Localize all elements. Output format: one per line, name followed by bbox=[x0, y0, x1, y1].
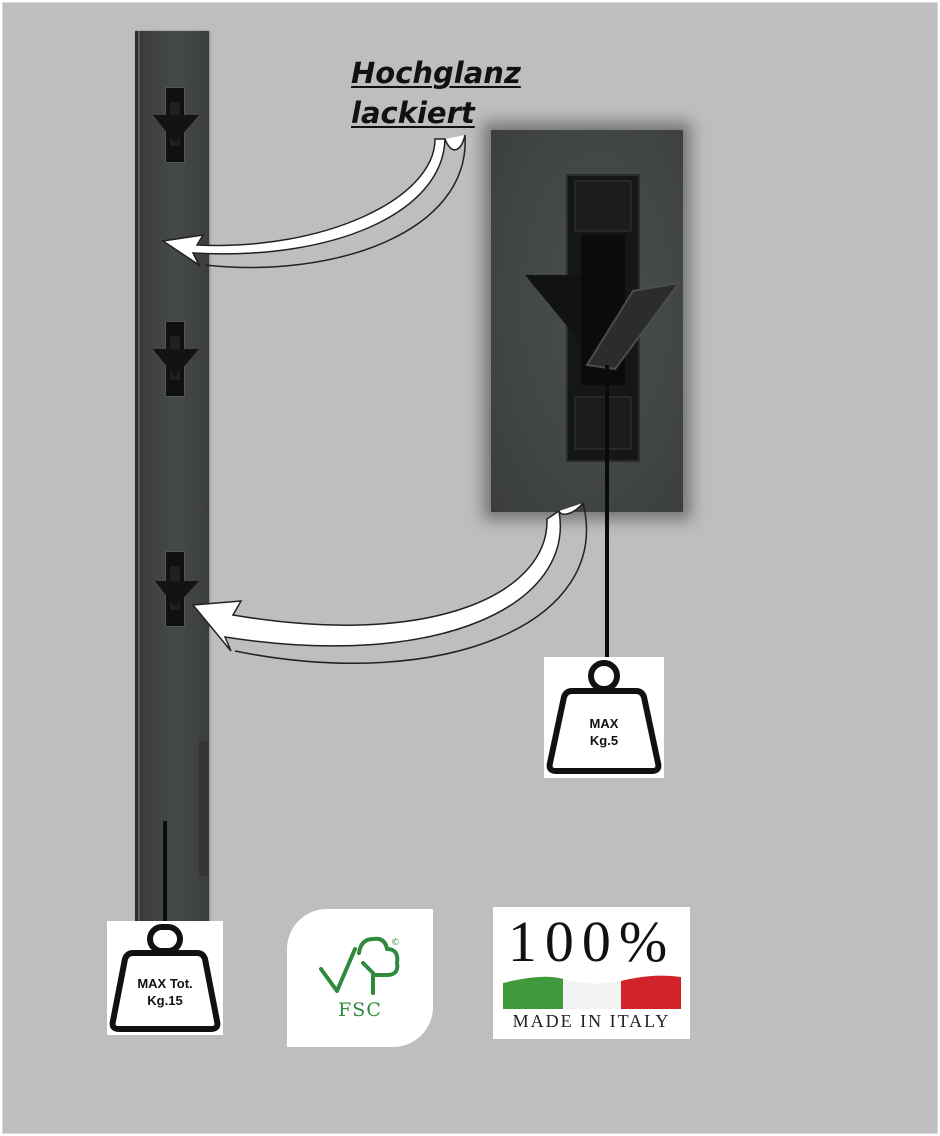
fsc-tree-checkmark-icon: © bbox=[319, 936, 400, 995]
weight-label: MAX Tot. Kg.15 bbox=[107, 975, 223, 1009]
made-in-label: MADE IN ITALY bbox=[512, 1011, 671, 1031]
hook-icon bbox=[153, 115, 199, 607]
fsc-label: FSC bbox=[338, 999, 382, 1021]
weight-icon bbox=[546, 660, 662, 774]
finish-headline: Hochglanz lackiert bbox=[351, 53, 551, 133]
post-highlight bbox=[138, 31, 140, 926]
fsc-badge: © FSC bbox=[287, 909, 433, 1047]
curved-arrow-icon bbox=[160, 134, 466, 269]
curved-arrow-icon bbox=[191, 502, 588, 664]
headline-line1: Hochglanz bbox=[351, 56, 521, 90]
made-in-italy-badge: 100% MADE IN ITALY bbox=[493, 907, 690, 1039]
illustration-overlay bbox=[153, 115, 682, 933]
weight-label-line1: MAX bbox=[589, 716, 619, 731]
italy-percent: 100% bbox=[507, 909, 676, 974]
weight-label: MAX Kg.5 bbox=[544, 715, 664, 749]
fsc-mark: © bbox=[391, 938, 400, 948]
hook-detail-icon bbox=[525, 174, 682, 462]
headline-line2: lackiert bbox=[351, 96, 475, 130]
weight-max-single: MAX Kg.5 bbox=[544, 657, 664, 778]
weight-max-total: MAX Tot. Kg.15 bbox=[107, 921, 223, 1035]
wall-post bbox=[135, 31, 209, 926]
italian-flag-icon bbox=[503, 975, 681, 1009]
weight-label-line2: Kg.5 bbox=[589, 733, 619, 748]
weight-label-line2: Kg.15 bbox=[147, 993, 183, 1008]
weight-icon bbox=[109, 924, 221, 1032]
post-lower-groove bbox=[199, 741, 208, 876]
weight-label-line1: MAX Tot. bbox=[137, 976, 193, 991]
